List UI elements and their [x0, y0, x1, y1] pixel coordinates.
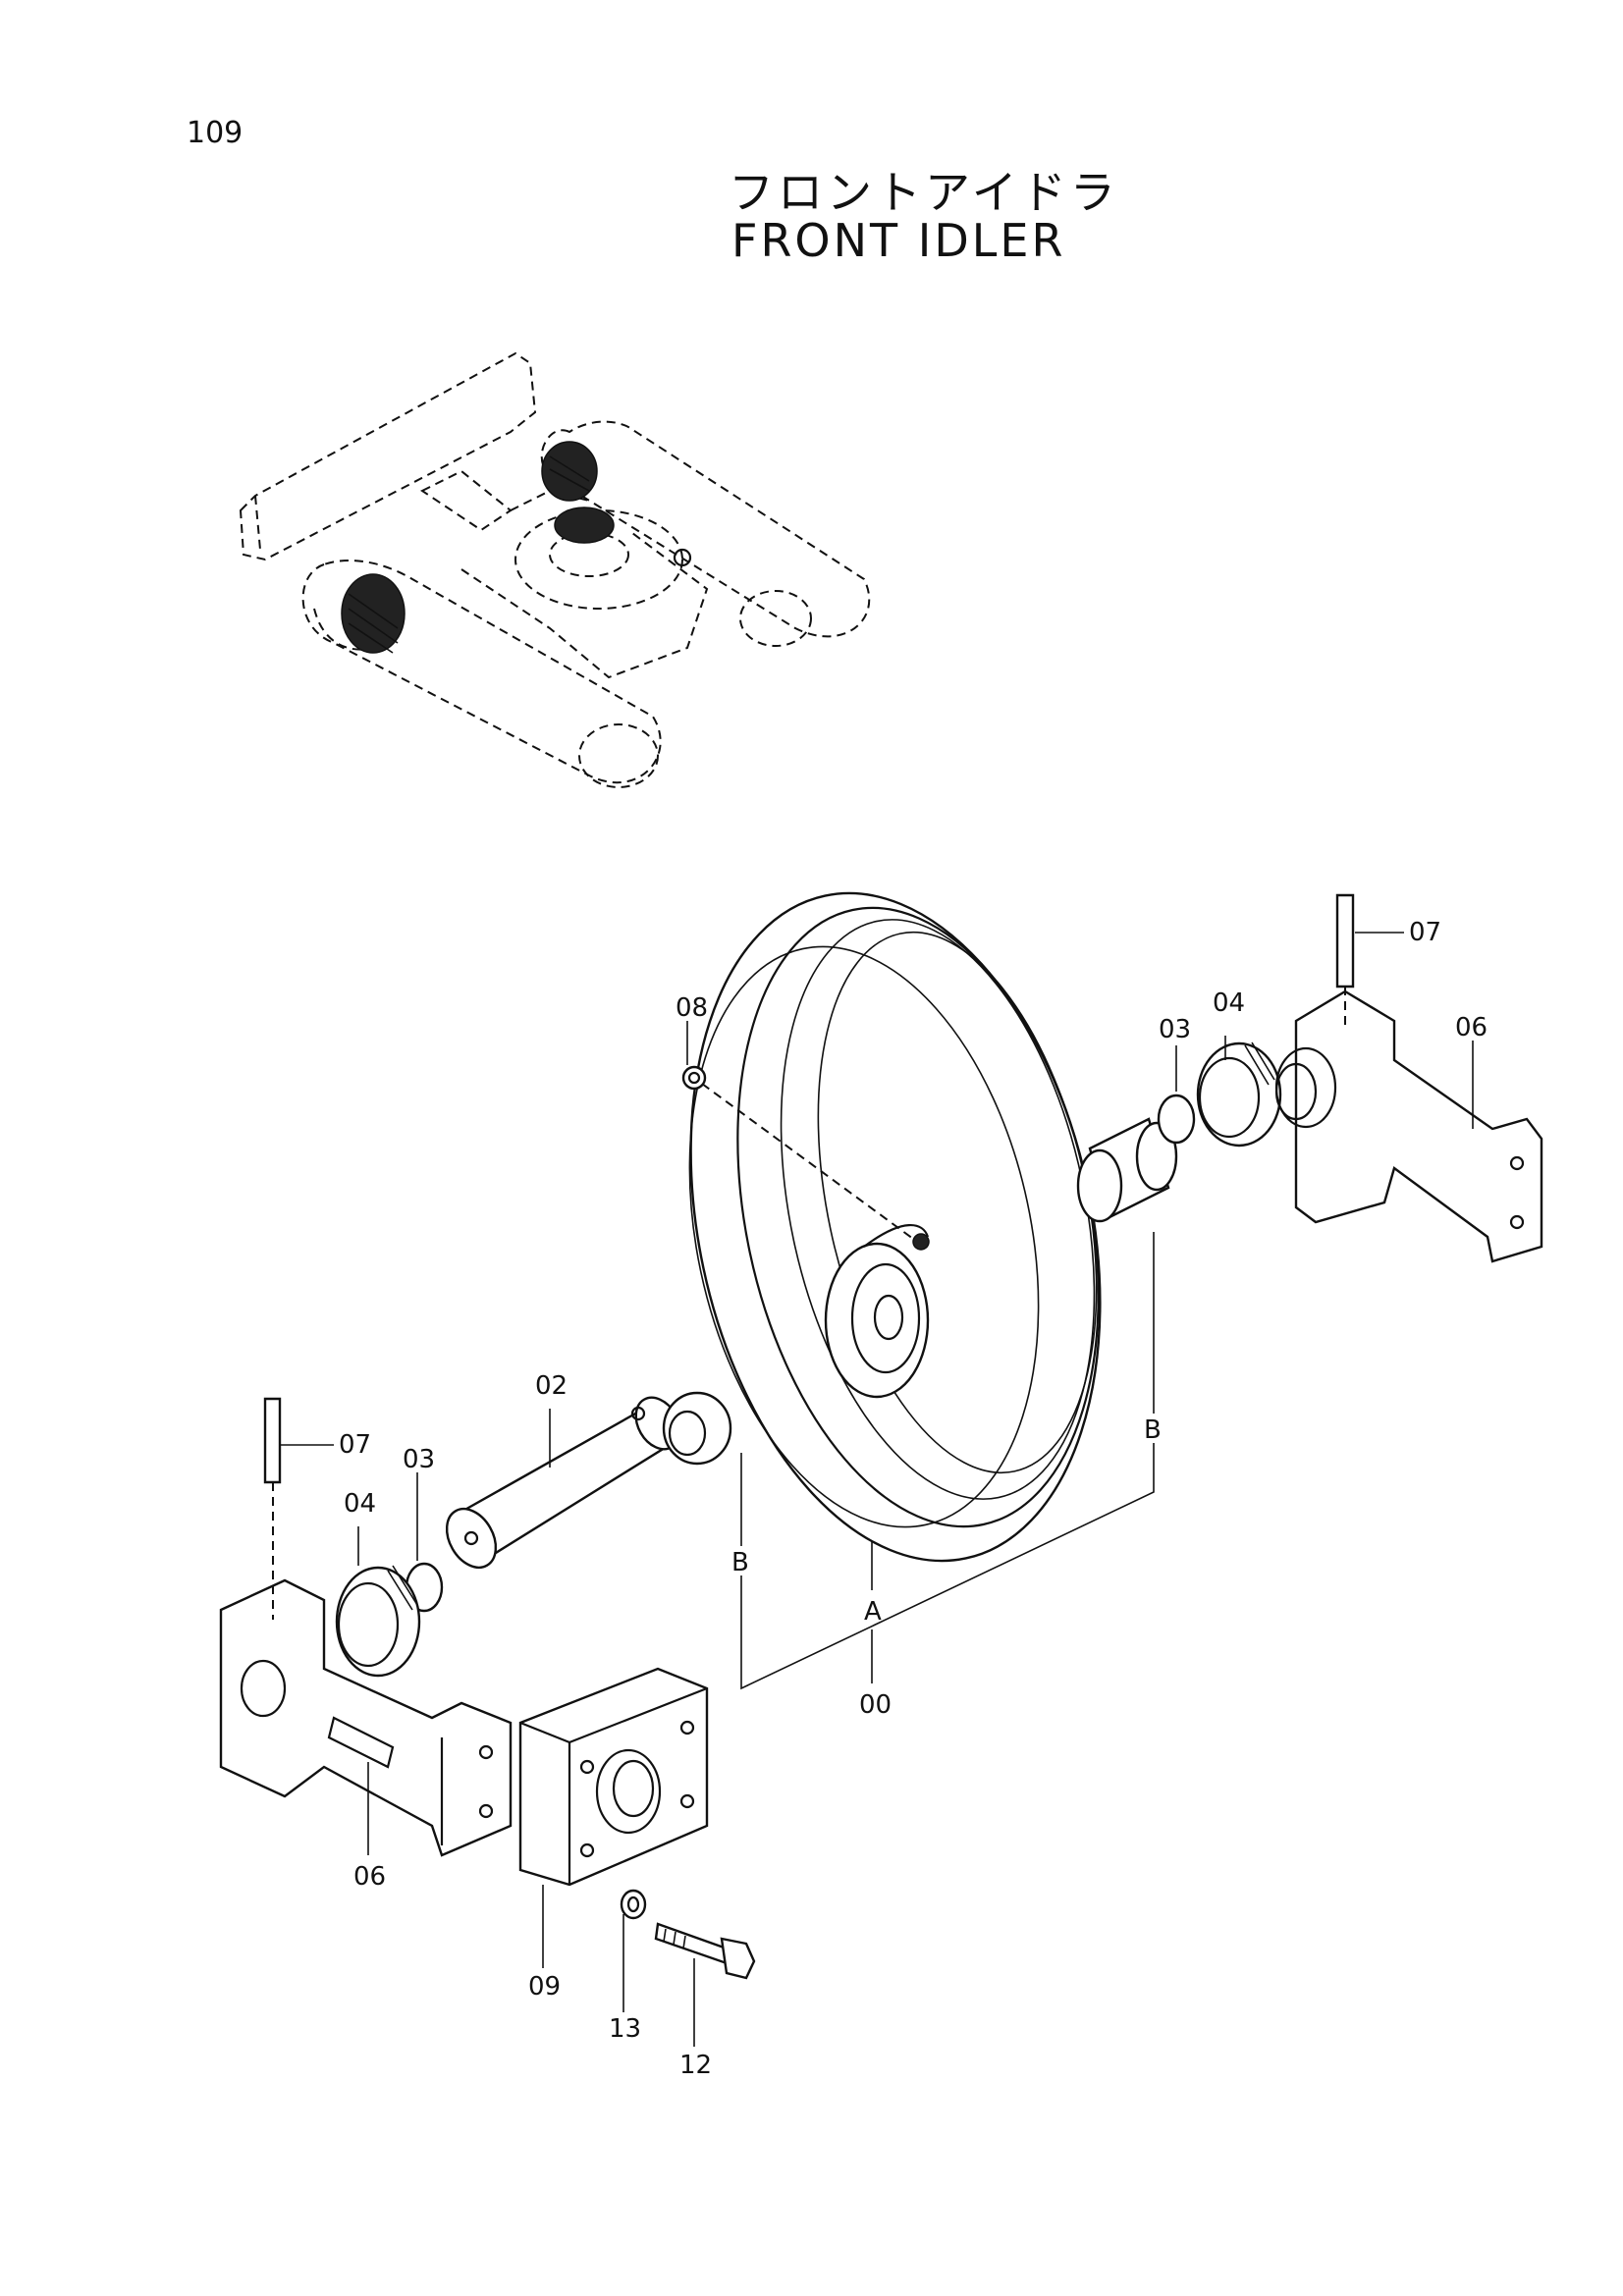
title-japanese: フロントアイドラ [729, 166, 1119, 219]
callout-03-right: 03 [1159, 1015, 1191, 1044]
callout-04-right: 04 [1213, 988, 1245, 1018]
label-b-left: B [731, 1548, 749, 1577]
spring-pin-right [1335, 893, 1355, 1026]
callout-00: 00 [859, 1690, 892, 1720]
callout-07-left: 07 [339, 1430, 371, 1460]
title-english: FRONT IDLER [731, 214, 1066, 267]
callout-07-right: 07 [1409, 918, 1441, 947]
machine-overview-illustration [239, 351, 871, 788]
callout-12: 12 [679, 2051, 712, 2080]
leader-lines [280, 932, 1474, 2047]
callout-06-left: 06 [353, 1862, 386, 1892]
floating-seal-right [1196, 1041, 1282, 1148]
idler-shaft [445, 1396, 681, 1570]
callout-06-right: 06 [1455, 1013, 1488, 1042]
callouts: 08 07 04 03 06 07 02 03 04 06 09 13 12 0… [339, 918, 1488, 2080]
callout-08: 08 [676, 993, 708, 1023]
plate [518, 1667, 709, 1887]
label-a: A [864, 1597, 882, 1627]
callout-09: 09 [528, 1972, 561, 2002]
callout-04-left: 04 [344, 1489, 376, 1519]
page-number: 109 [187, 116, 243, 150]
bushing-left [662, 1391, 732, 1466]
support-right [1274, 989, 1543, 1263]
callout-13: 13 [609, 2014, 641, 2044]
plug [681, 1065, 914, 1240]
bushing-right [1076, 1117, 1178, 1223]
floating-seal-left [335, 1565, 421, 1678]
spring-washer [620, 1889, 647, 1920]
label-b-right: B [1144, 1415, 1162, 1445]
spring-pin-left [263, 1397, 282, 1620]
callout-03-left: 03 [403, 1445, 435, 1474]
callout-02: 02 [535, 1371, 568, 1401]
support-left [219, 1578, 513, 1857]
bolt [654, 1922, 756, 1980]
o-ring-right [1157, 1094, 1196, 1145]
